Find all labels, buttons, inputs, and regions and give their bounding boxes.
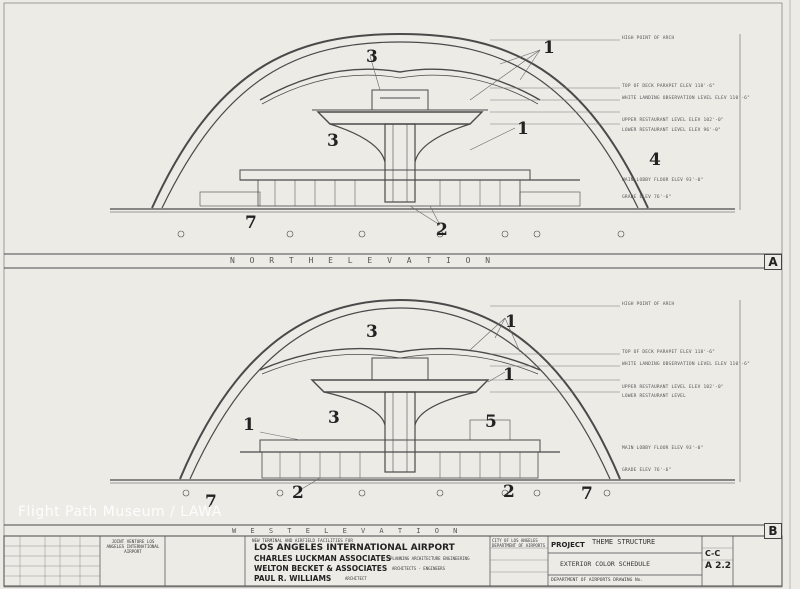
callout-1-west-b: 1 — [503, 365, 515, 385]
callout-7-west-a: 7 — [205, 492, 217, 512]
sheet-prefix: C-C — [705, 549, 721, 558]
callout-1-west-a: 1 — [505, 312, 517, 332]
callout-1-north-a: 1 — [543, 38, 555, 58]
level-label: LOWER RESTAURANT LEVEL ELEV 96'-0" — [622, 128, 721, 133]
firm-luckman-roles: PLANNING ARCHITECTURE ENGINEERING — [390, 556, 470, 561]
level-label: HIGH POINT OF ARCH — [622, 36, 675, 41]
callout-2-north: 2 — [436, 220, 448, 240]
level-label: WHITE LANDING OBSERVATION LEVEL ELEV 110… — [622, 362, 751, 367]
reference-marker-b: B — [764, 523, 782, 539]
callout-4-north: 4 — [649, 150, 661, 170]
callout-1-west-c: 1 — [243, 415, 255, 435]
joint-venture-label: JOINT VENTURE LOS ANGELES INTERNATIONAL … — [106, 539, 160, 554]
north-elevation-title: N O R T H E L E V A T I O N — [230, 256, 496, 265]
level-label: LOWER RESTAURANT LEVEL — [622, 394, 687, 399]
watermark: Flight Path Museum / LAWA — [18, 504, 222, 520]
sheet-title: EXTERIOR COLOR SCHEDULE — [560, 560, 651, 568]
west-elevation-title: W E S T E L E V A T I O N — [232, 527, 463, 535]
level-label: GRADE ELEV 76'-6" — [622, 468, 672, 473]
level-label: MAIN LOBBY FLOOR ELEV 93'-0" — [622, 178, 704, 183]
level-label: WHITE LANDING OBSERVATION LEVEL ELEV 110… — [622, 96, 751, 101]
level-label: MAIN LOBBY FLOOR ELEV 93'-0" — [622, 446, 704, 451]
sheet-number: A 2.2 — [705, 561, 732, 571]
callout-2-west-a: 2 — [292, 483, 304, 503]
level-label: UPPER RESTAURANT LEVEL ELEV 102'-0" — [622, 118, 724, 123]
callout-3-west-a: 3 — [366, 322, 378, 342]
firm-williams: PAUL R. WILLIAMS — [254, 574, 332, 583]
callout-5-west: 5 — [485, 412, 497, 432]
callout-3-west-b: 3 — [328, 408, 340, 428]
callout-1-north-b: 1 — [517, 119, 529, 139]
firm-luckman: CHARLES LUCKMAN ASSOCIATES — [254, 554, 392, 563]
callout-7-north: 7 — [245, 213, 257, 233]
callout-3-north-a: 3 — [366, 47, 378, 67]
project-label: PROJECT — [551, 541, 585, 549]
reference-marker-a: A — [764, 254, 782, 270]
department-drawing-label: DEPARTMENT OF AIRPORTS DRAWING No. — [551, 578, 644, 583]
firm-becket-roles: ARCHITECTS - ENGINEERS — [392, 566, 445, 571]
firm-becket: WELTON BECKET & ASSOCIATES — [254, 564, 388, 573]
airport-name: LOS ANGELES INTERNATIONAL AIRPORT — [254, 543, 455, 553]
level-label: TOP OF DECK PARAPET ELEV 118'-6" — [622, 350, 716, 355]
callout-7-west-b: 7 — [581, 484, 593, 504]
level-label: UPPER RESTAURANT LEVEL ELEV 102'-0" — [622, 385, 724, 390]
project-name: THEME STRUCTURE — [592, 538, 656, 546]
callout-3-north-b: 3 — [327, 131, 339, 151]
city-department: CITY OF LOS ANGELES DEPARTMENT OF AIRPOR… — [492, 538, 545, 548]
level-label: TOP OF DECK PARAPET ELEV 118'-6" — [622, 84, 716, 89]
level-label: HIGH POINT OF ARCH — [622, 302, 675, 307]
level-label: GRADE ELEV 76'-6" — [622, 195, 672, 200]
callout-2-west-b: 2 — [503, 482, 515, 502]
project-heading: NEW TERMINAL AND AIRFIELD FACILITIES FOR — [252, 538, 353, 543]
firm-williams-roles: ARCHITECT — [345, 576, 367, 581]
